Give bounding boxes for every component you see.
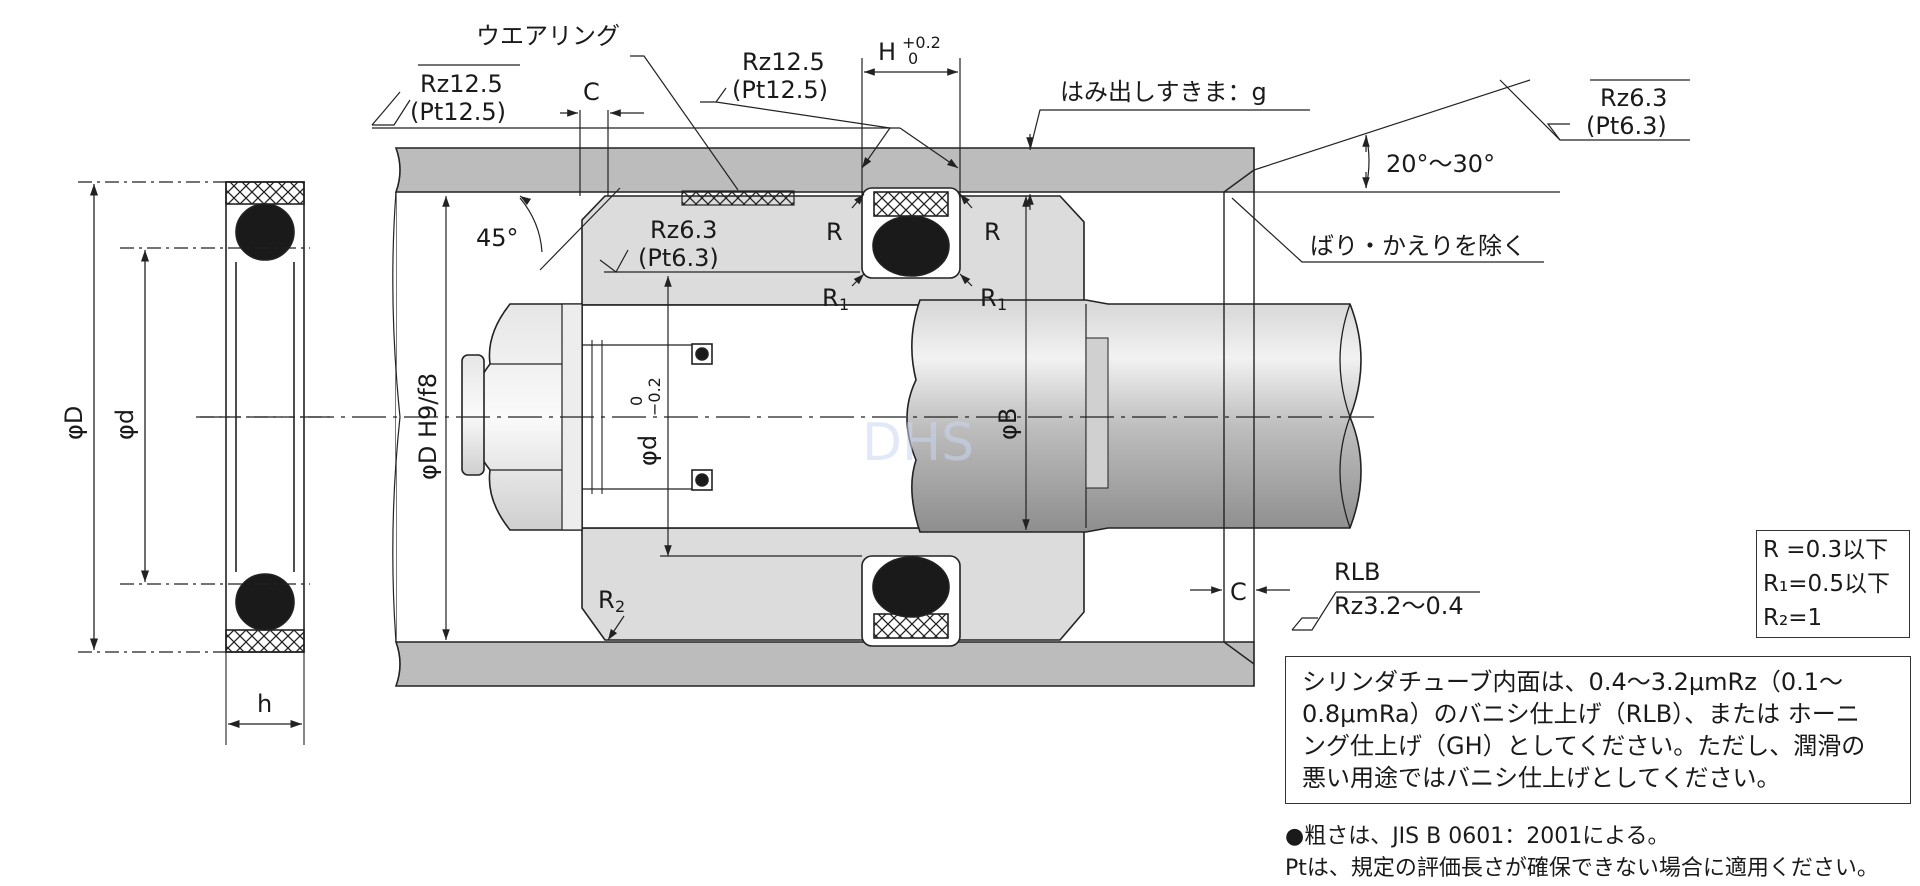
o-ring-top [235, 203, 295, 261]
h-dim-lower: 0 [908, 49, 918, 68]
radius-spec-r2: R₂=1 [1763, 605, 1823, 631]
roughness-center-pt: (Pt12.5) [732, 76, 828, 104]
phi-d-tol-upper: 0 [627, 396, 646, 406]
note-line-1: シリンダチューブ内面は、0.4～3.2μmRz（0.1～ [1302, 668, 1843, 696]
cylinder-tube-bottom [394, 641, 1255, 687]
r-left-label: R [826, 218, 843, 246]
note-line-2: 0.8μmRa）のバニシ仕上げ（RLB）、または ホーニ [1302, 700, 1860, 728]
footnote-pt: Ptは、規定の評価長さが確保できない場合に適用ください。 [1285, 856, 1879, 881]
angle-20-30-label: 20°～30° [1386, 150, 1495, 178]
piston-bottom [581, 527, 1085, 641]
watermark: DHS [862, 413, 974, 473]
surface-finish-note: シリンダチューブ内面は、0.4～3.2μmRz（0.1～ 0.8μmRa）のバニ… [1285, 656, 1911, 804]
backup-ring-top [225, 181, 305, 205]
roughness-mid-pt: (Pt6.3) [638, 244, 719, 272]
h-label: h [257, 690, 272, 718]
roughness-right-rz: Rz6.3 [1600, 84, 1667, 112]
deburr-label: ばり・かえりを除く [1310, 232, 1526, 260]
c-bottom-label: C [1230, 578, 1247, 606]
roughness-right-pt: (Pt6.3) [1586, 112, 1667, 140]
phi-D-label: φD [60, 406, 88, 440]
piston-rod [906, 299, 1362, 533]
extrusion-gap-label: はみ出しすきま：g [1060, 78, 1267, 106]
note-line-4: 悪い用途ではバニシ仕上げとしてください。 [1302, 764, 1781, 792]
roughness-left-rz: Rz12.5 [420, 70, 503, 98]
phi-B-label: φB [994, 408, 1022, 440]
r1-right-label: R [980, 284, 997, 312]
wear-ring [681, 190, 795, 206]
roughness-left-pt: (Pt12.5) [410, 98, 506, 126]
radius-spec-box: R =0.3以下 R₁=0.5以下 R₂=1 [1756, 530, 1910, 638]
annotation-leaders [371, 55, 1690, 641]
r2-label: R [598, 586, 615, 614]
roughness-mid-rz: Rz6.3 [650, 216, 717, 244]
note-line-3: ング仕上げ（GH）としてください。ただし、潤滑の [1302, 732, 1866, 760]
r-right-label: R [984, 218, 1001, 246]
phi-d-tol-label: φd [634, 435, 662, 466]
footnote-jis: ●粗さは、JIS B 0601：2001による。 [1285, 824, 1670, 849]
cylinder-tube-top [394, 147, 1255, 193]
c-top-label: C [583, 78, 600, 106]
cylinder-assembly [392, 147, 1362, 687]
piston-o-ring-bottom [872, 556, 950, 618]
piston-o-ring-top [872, 215, 950, 277]
o-ring-bottom [235, 573, 295, 631]
phi-d-label: φd [111, 409, 139, 440]
roughness-center-rz: Rz12.5 [742, 48, 825, 76]
r2-sub: 2 [615, 597, 625, 616]
h-dim-upper: +0.2 [902, 33, 941, 52]
r1-left-sub: 1 [839, 295, 849, 314]
seal-section-view [78, 181, 330, 745]
wear-ring-label: ウエアリング [476, 22, 620, 50]
angle-45-label: 45° [476, 224, 519, 252]
phi-d-tol-lower: −0.2 [645, 377, 664, 416]
backup-ring-bottom [225, 629, 305, 653]
phi-D-fit-label: φD H9/f8 [414, 373, 442, 480]
roughness-bore-label: Rz3.2～0.4 [1334, 592, 1464, 620]
h-dim-label: H [878, 38, 896, 66]
radius-spec-r1: R₁=0.5以下 [1763, 571, 1891, 597]
rlb-label: RLB [1334, 558, 1381, 586]
r1-right-sub: 1 [997, 295, 1007, 314]
radius-spec-r: R =0.3以下 [1763, 537, 1889, 563]
r1-left-label: R [822, 284, 839, 312]
